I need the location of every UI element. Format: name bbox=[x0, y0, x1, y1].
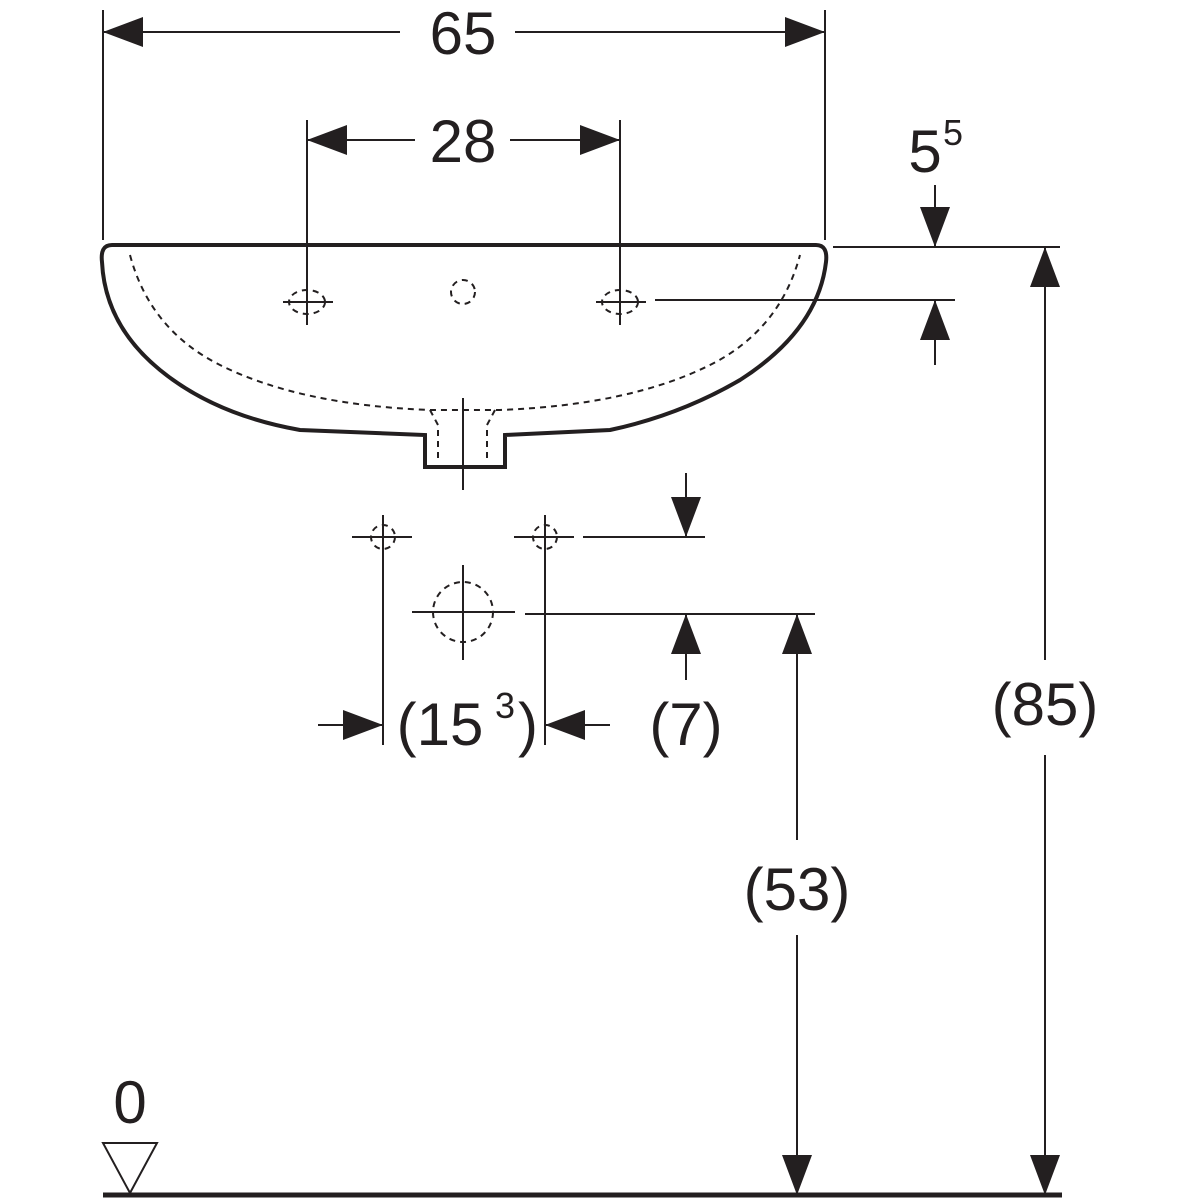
overall-width-label: 65 bbox=[430, 0, 497, 67]
tap-hole-right-icon bbox=[596, 289, 646, 315]
supply-points bbox=[352, 515, 574, 745]
overall-width-dimension: 65 bbox=[102, 0, 826, 240]
supply-spacing-close: ) bbox=[518, 691, 538, 758]
rim-dimension: 5 5 bbox=[655, 112, 1060, 365]
supply-offset-label: (7) bbox=[649, 691, 722, 758]
tap-spacing-dimension: 28 bbox=[306, 108, 621, 325]
waste-height-dimension: (53) bbox=[744, 614, 851, 1195]
overflow-icon bbox=[450, 279, 476, 305]
tap-hole-left-icon bbox=[283, 289, 333, 315]
rim-label: 5 bbox=[908, 118, 941, 185]
floor-level: 0 bbox=[101, 1069, 1062, 1198]
rim-height-label: (85) bbox=[992, 671, 1099, 738]
supply-spacing-label: (15 bbox=[397, 691, 484, 758]
rim-height-dimension: (85) bbox=[992, 247, 1099, 1195]
rim-label-sup: 5 bbox=[943, 112, 963, 153]
supply-spacing-sup: 3 bbox=[495, 685, 515, 726]
supply-offset-dimension: (7) bbox=[525, 473, 815, 758]
floor-level-label: 0 bbox=[113, 1069, 146, 1136]
tap-spacing-label: 28 bbox=[430, 108, 497, 175]
waste-height-label: (53) bbox=[744, 856, 851, 923]
basin-outline bbox=[99, 243, 829, 490]
supply-spacing-dimension: (15 3 ) bbox=[318, 685, 610, 758]
level-triangle-icon bbox=[101, 1142, 159, 1196]
